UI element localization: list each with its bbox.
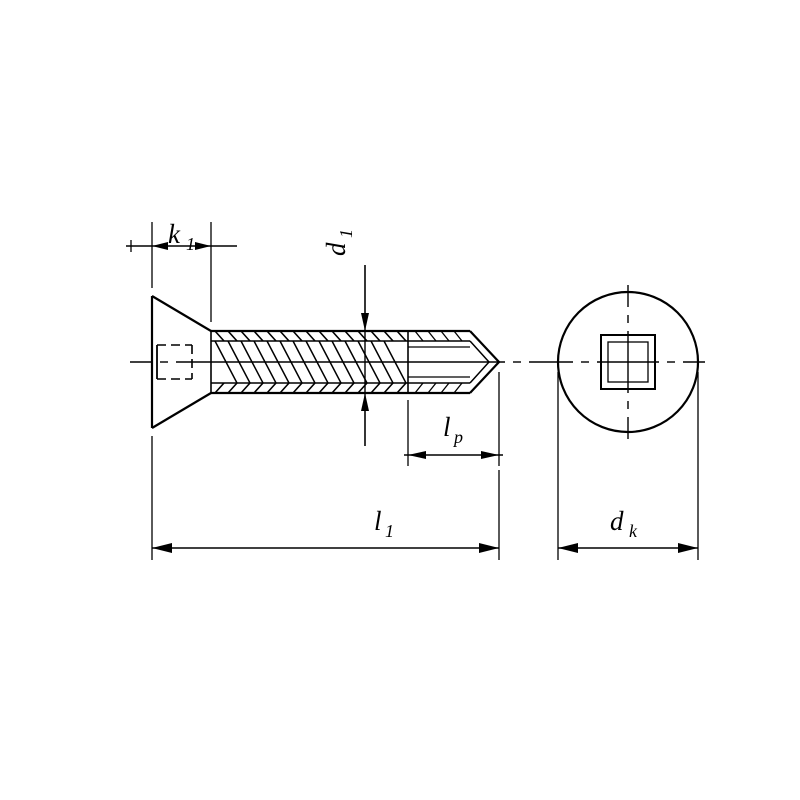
label-lp-subscript: p: [452, 427, 463, 447]
dimension-label-lp: l p: [443, 412, 463, 447]
label-lp-base: l: [443, 412, 451, 442]
dimension-label-dk: d k: [610, 506, 638, 541]
head-end-view: [551, 285, 705, 439]
dimension-label-d1: d 1: [321, 229, 356, 256]
thread-envelope: [211, 329, 408, 395]
dimension-line-d1: [361, 265, 369, 446]
countersunk-head: [150, 295, 212, 429]
label-l1-base: l: [374, 506, 382, 536]
head-view-center-lines: [551, 285, 705, 439]
label-k1-subscript: 1: [186, 234, 195, 254]
dimension-line-lp: [404, 451, 503, 459]
label-k1-base: k: [168, 219, 181, 249]
dimension-line-dk: [558, 543, 698, 553]
label-dk-subscript: k: [629, 521, 638, 541]
dimension-line-l1: [152, 543, 499, 553]
label-l1-subscript: 1: [385, 521, 394, 541]
head-socket-recess: [156, 344, 193, 380]
label-d1-base: d: [321, 242, 351, 256]
drill-point: [407, 329, 501, 395]
label-d1-subscript: 1: [336, 229, 356, 238]
label-dk-base: d: [610, 506, 624, 536]
thread-profile-top: [214, 330, 407, 342]
thread-helix-lines: [214, 340, 407, 384]
dimension-line-k1: [126, 242, 237, 250]
dimension-label-l1: l 1: [374, 506, 394, 541]
dimension-label-k1: k 1: [168, 219, 195, 254]
thread-profile-bottom: [214, 382, 407, 394]
